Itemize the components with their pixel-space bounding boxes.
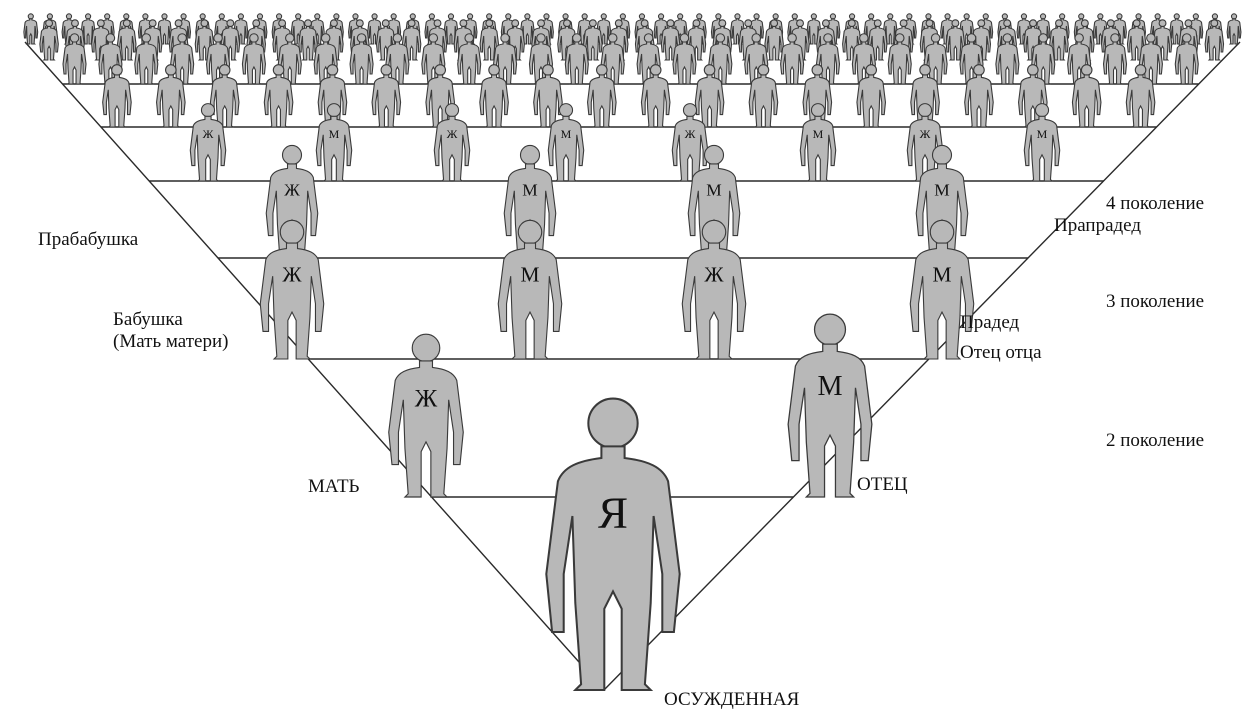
background-row-3-figure-10-silhouette [588, 65, 617, 127]
grandparent-2-silhouette [498, 220, 561, 359]
ancestor-row4-1-letter: Ж [203, 127, 214, 141]
grandparent-1-silhouette [260, 220, 323, 359]
self-label: ОСУЖДЕННАЯ [664, 689, 799, 710]
background-row-3-figure-12-silhouette [695, 65, 724, 127]
background-row-3-figure-10 [588, 65, 617, 127]
father-figure-letter: М [817, 371, 842, 402]
grandparent-4: М [910, 220, 973, 359]
grandmother-label-line2: (Мать матери) [113, 331, 228, 352]
great-grandfather-label-line2: Отец отца [960, 342, 1042, 363]
background-row-6-figure-64-silhouette [1227, 14, 1241, 44]
background-row-6-figure-1 [24, 14, 38, 44]
great-grandfather-label-line1: Прадед [960, 312, 1019, 333]
great-grandparent-3-letter: М [706, 180, 721, 199]
self-figure-letter: Я [598, 488, 628, 538]
ancestor-row4-6-letter: М [813, 127, 824, 141]
ancestor-row4-3-letter: Ж [447, 127, 458, 141]
grandparent-4-silhouette [910, 220, 973, 359]
grandparent-4-letter: М [932, 263, 951, 287]
background-row-6-figure-64 [1227, 14, 1241, 44]
grandparent-3-silhouette [682, 220, 745, 359]
grandparent-3-letter: Ж [704, 263, 724, 287]
grandparent-1-letter: Ж [282, 263, 302, 287]
generation-2-label: 2 поколение [1106, 430, 1204, 451]
grandparent-2: М [498, 220, 561, 359]
mother-figure-letter: Ж [415, 385, 438, 412]
self-figure: Я [546, 399, 679, 690]
ancestor-row4-7-letter: Ж [920, 127, 931, 141]
father-label: ОТЕЦ [857, 474, 908, 495]
great-grandparent-1-letter: Ж [284, 180, 300, 199]
ancestor-row4-6: М [800, 104, 835, 181]
ancestor-row4-6-silhouette [800, 104, 835, 181]
ancestor-row4-4-letter: М [561, 127, 572, 141]
great-grandparent-4-letter: М [934, 180, 949, 199]
ancestor-row4-2: М [316, 104, 351, 181]
mother-label: МАТЬ [308, 476, 359, 497]
father-figure-silhouette [788, 314, 872, 497]
ancestor-row4-3: Ж [434, 104, 469, 181]
self-figure-silhouette [546, 399, 679, 690]
background-row-3-figure-12 [695, 65, 724, 127]
generation-3-label: 3 поколение [1106, 291, 1204, 312]
father-figure: М [788, 314, 872, 497]
ancestor-row4-2-silhouette [316, 104, 351, 181]
grandparent-1: Ж [260, 220, 323, 359]
grandparent-3: Ж [682, 220, 745, 359]
ancestor-row4-5-letter: Ж [685, 127, 696, 141]
ancestor-row4-3-silhouette [434, 104, 469, 181]
background-row-3-figure-20 [1126, 65, 1155, 127]
pyramid-left-edge [25, 42, 604, 690]
generation-4-label: 4 поколение [1106, 193, 1204, 214]
ancestor-row4-8-letter: М [1037, 127, 1048, 141]
background-row-6-figure-1-silhouette [24, 14, 38, 44]
ancestor-row4-2-letter: М [329, 127, 340, 141]
great-grandmother-label: Прабабушка [38, 229, 138, 250]
great-great-grandfather-label: Прапрадед [1054, 215, 1141, 236]
grandmother-label-line1: Бабушка [113, 309, 183, 330]
great-grandparent-2-letter: М [522, 180, 537, 199]
grandparent-2-letter: М [520, 263, 539, 287]
background-row-3-figure-20-silhouette [1126, 65, 1155, 127]
